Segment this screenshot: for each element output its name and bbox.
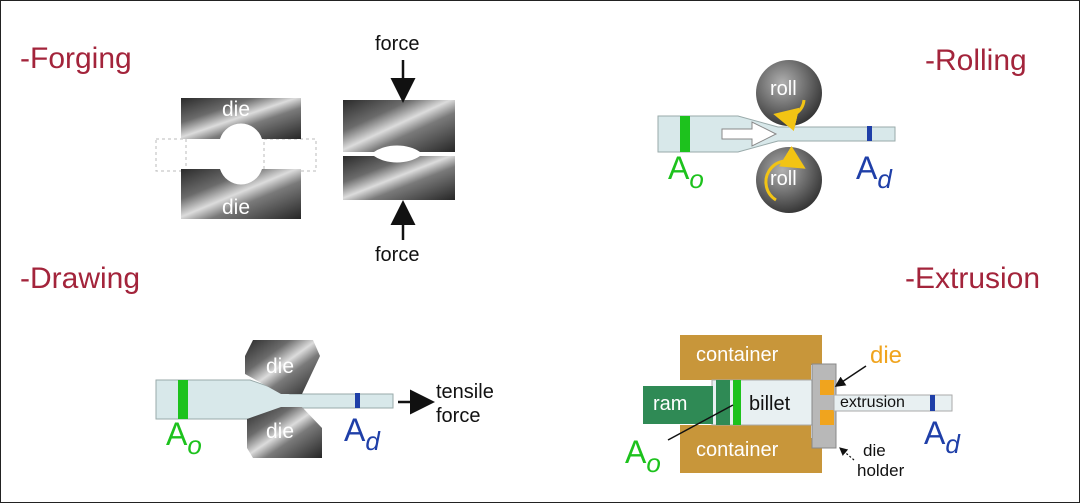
- extrusion-area-in-label: Ao: [625, 434, 661, 478]
- rolling-flow-arrow: [721, 121, 778, 147]
- drawing-area-in-letter: A: [166, 416, 188, 452]
- area-in-pointer: [667, 404, 734, 441]
- drawing-die-top: [245, 340, 320, 394]
- forging-die-top-right: [343, 100, 455, 152]
- drawing-die-top-label: die: [266, 355, 295, 378]
- drawing-title: -Drawing: [20, 262, 141, 295]
- rolling-area-in-label: Ao: [668, 150, 704, 194]
- drawing-diagram: [155, 340, 435, 458]
- extrusion-area-out-sub: d: [945, 429, 960, 459]
- rolling-area-out-sub: d: [877, 164, 892, 194]
- container-bottom-label: container: [696, 439, 779, 461]
- forging-die-bottom-label: die: [222, 196, 251, 219]
- extrusion-area-out-marker: [930, 395, 935, 411]
- forging-die-bottom-left: [181, 169, 301, 219]
- tensile-line1: tensile: [436, 381, 494, 403]
- extrusion-area-in-marker: [733, 380, 741, 425]
- extrusion-title: -Extrusion: [905, 262, 1041, 295]
- ram-label: ram: [653, 393, 688, 415]
- roll-top-rotation-arrow: [773, 99, 806, 132]
- forging-die-top-label: die: [222, 98, 251, 121]
- extrusion-area-out-label: Ad: [924, 415, 960, 459]
- drawing-area-out-marker: [355, 393, 360, 408]
- drawing-die-bottom-label: die: [266, 420, 295, 443]
- die-holder-line2: holder: [857, 461, 905, 480]
- forging-die-bottom-right: [343, 156, 455, 200]
- extrusion-diagram: [643, 335, 953, 473]
- die-holder-pointer: [839, 447, 855, 461]
- container-bottom: [680, 425, 822, 473]
- rolling-area-out-letter: A: [856, 150, 878, 186]
- roll-top-label: roll: [770, 78, 797, 100]
- drawing-area-in-label: Ao: [166, 416, 202, 460]
- roll-bottom-label: roll: [770, 168, 797, 190]
- rolling-area-in-sub: o: [689, 164, 704, 194]
- ram: [643, 386, 713, 424]
- forging-workpiece-outline: [155, 138, 187, 172]
- drawing-area-out-label: Ad: [344, 412, 380, 456]
- die-label: die: [870, 342, 903, 369]
- force-top-label: force: [375, 33, 420, 55]
- extrusion-product: [833, 394, 953, 412]
- die-block-top: [820, 380, 834, 395]
- force-bottom-label: force: [375, 244, 420, 266]
- extrusion-area-in-sub: o: [646, 448, 661, 478]
- die-holder: [811, 363, 837, 449]
- drawing-area-out-letter: A: [344, 412, 366, 448]
- rolling-area-in-letter: A: [668, 150, 690, 186]
- drawing-area-in-sub: o: [187, 430, 202, 460]
- rolling-area-out-label: Ad: [856, 150, 892, 194]
- extrusion-label: extrusion: [840, 394, 905, 411]
- die-pointer: [834, 365, 867, 387]
- container-top-label: container: [696, 344, 779, 366]
- rolling-diagram: [657, 60, 896, 213]
- rolling-title: -Rolling: [925, 44, 1027, 77]
- forging-title: -Forging: [20, 42, 132, 75]
- container-top: [680, 335, 822, 380]
- roll-top: [756, 60, 822, 126]
- extrusion-area-out-letter: A: [924, 415, 946, 451]
- billet-label: billet: [749, 393, 791, 415]
- forging-workpiece-gap: [263, 138, 317, 172]
- rolling-area-out-marker: [867, 126, 872, 141]
- drawing-area-out-sub: d: [365, 426, 380, 456]
- roll-bottom-rotation-arrow: [764, 145, 806, 202]
- die-holder-line1: die: [863, 441, 886, 460]
- forging-diagram: [155, 60, 455, 240]
- rolling-area-in-marker: [680, 116, 690, 152]
- tensile-line2: force: [436, 405, 481, 427]
- ram-plate: [716, 380, 730, 425]
- forging-die-top-left: [181, 98, 301, 139]
- drawing-die-bottom: [247, 407, 322, 458]
- extrusion-area-in-letter: A: [625, 434, 647, 470]
- die-block-bottom: [820, 410, 834, 425]
- drawing-area-in-marker: [178, 380, 188, 419]
